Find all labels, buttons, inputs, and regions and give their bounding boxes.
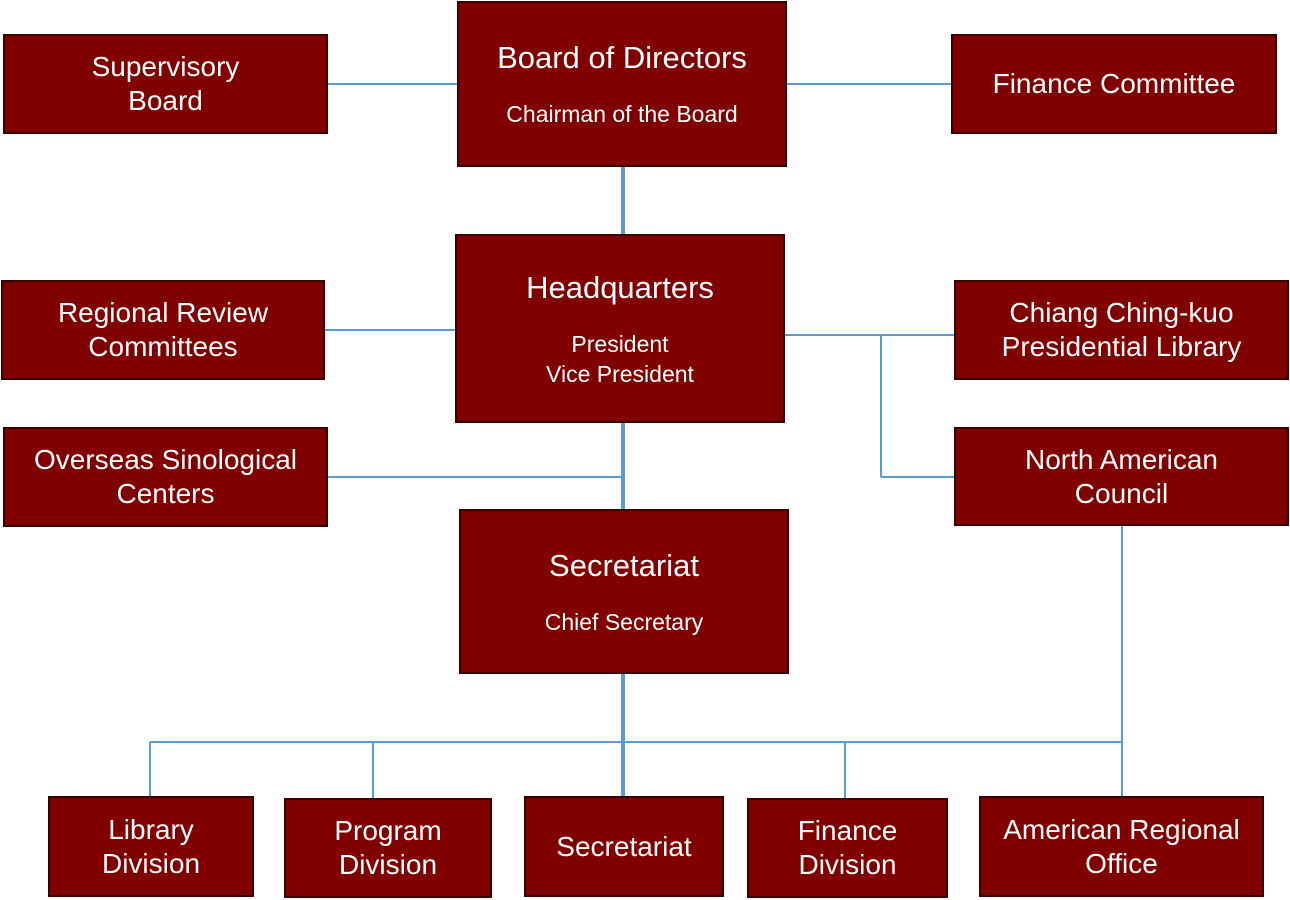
program-division-box: Program Division xyxy=(284,798,492,898)
secretariat-division-label: Secretariat xyxy=(556,830,692,862)
finance-committee-label: Finance Committee xyxy=(992,68,1236,99)
secretariat-box: Secretariat Chief Secretary xyxy=(459,509,789,674)
finance-committee-box: Finance Committee xyxy=(951,34,1277,134)
presidential-library-label: Chiang Ching-kuo Presidential Library xyxy=(1001,297,1242,362)
supervisory-board-label: Supervisory Board xyxy=(91,51,240,116)
american-regional-office-label: American Regional Office xyxy=(1003,813,1240,879)
headquarters-box: Headquarters President Vice President xyxy=(455,234,785,423)
board-of-directors-box: Board of Directors Chairman of the Board xyxy=(457,1,787,167)
overseas-sinological-centers-label: Overseas Sinological Centers xyxy=(33,444,298,509)
supervisory-board-box: Supervisory Board xyxy=(3,34,328,134)
finance-division-label: Finance Division xyxy=(797,815,898,880)
library-division-box: Library Division xyxy=(48,796,254,897)
regional-review-committees-box: Regional Review Committees xyxy=(1,280,325,380)
finance-division-box: Finance Division xyxy=(747,798,948,898)
regional-review-committees-label: Regional Review Committees xyxy=(57,297,269,362)
overseas-sinological-centers-box: Overseas Sinological Centers xyxy=(3,427,328,527)
secretariat-title: Secretariat xyxy=(549,547,699,583)
program-division-label: Program Division xyxy=(334,815,442,880)
headquarters-title: Headquarters xyxy=(526,269,714,305)
secretariat-subtitle: Chief Secretary xyxy=(544,608,704,635)
american-regional-office-box: American Regional Office xyxy=(979,796,1264,897)
board-of-directors-title: Board of Directors xyxy=(497,40,747,75)
board-of-directors-subtitle: Chairman of the Board xyxy=(506,101,738,127)
secretariat-division-box: Secretariat xyxy=(524,796,724,897)
library-division-label: Library Division xyxy=(101,813,201,879)
north-american-council-label: North American Council xyxy=(1025,443,1218,509)
north-american-council-box: North American Council xyxy=(954,427,1289,526)
presidential-library-box: Chiang Ching-kuo Presidential Library xyxy=(954,280,1289,380)
headquarters-subtitle: President Vice President xyxy=(546,330,694,387)
